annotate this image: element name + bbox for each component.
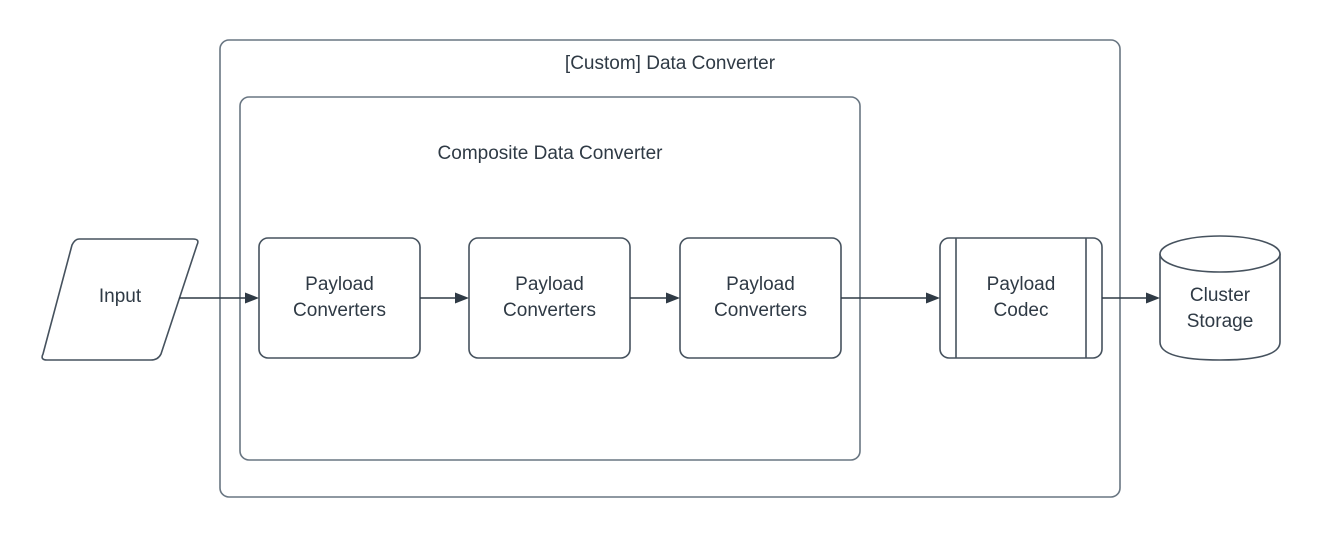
node-payload-converters-3-shape — [679, 237, 842, 359]
edge-converter-1-to-converter-2-arrowhead — [455, 292, 469, 304]
node-payload-converters-2[interactable]: Payload Converters — [468, 237, 631, 359]
edge-input-to-converter-1-arrowhead — [245, 292, 259, 304]
node-payload-converters-3-label-line1: Payload — [726, 274, 795, 295]
node-cluster-storage-label-line2: Storage — [1187, 311, 1254, 332]
edge-input-to-converter-1[interactable] — [179, 292, 259, 304]
node-payload-converters-2-label-line1: Payload — [515, 274, 584, 295]
node-payload-codec-shape — [939, 237, 1103, 359]
node-payload-codec-label-line1: Payload — [987, 274, 1056, 295]
node-payload-converters-2-label-line2: Converters — [503, 300, 596, 321]
node-payload-converters-3[interactable]: Payload Converters — [679, 237, 842, 359]
node-payload-converters-1-label-line2: Converters — [293, 300, 386, 321]
edge-codec-to-storage-arrowhead — [1146, 292, 1160, 304]
edge-converter-3-to-codec[interactable] — [841, 292, 940, 304]
edge-converter-2-to-converter-3[interactable] — [630, 292, 680, 304]
node-input-shape — [41, 238, 199, 361]
node-input-label: Input — [99, 286, 142, 307]
node-payload-codec[interactable]: Payload Codec — [939, 237, 1103, 359]
edge-codec-to-storage[interactable] — [1102, 292, 1160, 304]
node-cluster-storage-body — [1159, 253, 1281, 361]
node-payload-converters-3-label-line2: Converters — [714, 300, 807, 321]
edge-converter-2-to-converter-3-arrowhead — [666, 292, 680, 304]
node-payload-codec-label-line2: Codec — [994, 300, 1049, 321]
node-input[interactable]: Input — [41, 238, 199, 361]
edge-converter-3-to-codec-arrowhead — [926, 292, 940, 304]
container-custom-data-converter-label: [Custom] Data Converter — [565, 53, 776, 74]
container-composite-data-converter-label: Composite Data Converter — [438, 143, 664, 164]
node-payload-converters-1[interactable]: Payload Converters — [258, 237, 421, 359]
node-cluster-storage-label-line1: Cluster — [1190, 285, 1251, 306]
node-cluster-storage[interactable]: Cluster Storage — [1159, 235, 1281, 361]
edge-converter-1-to-converter-2[interactable] — [420, 292, 469, 304]
node-payload-converters-1-shape — [258, 237, 421, 359]
node-payload-converters-2-shape — [468, 237, 631, 359]
node-cluster-storage-top — [1159, 235, 1281, 273]
node-payload-converters-1-label-line1: Payload — [305, 274, 374, 295]
